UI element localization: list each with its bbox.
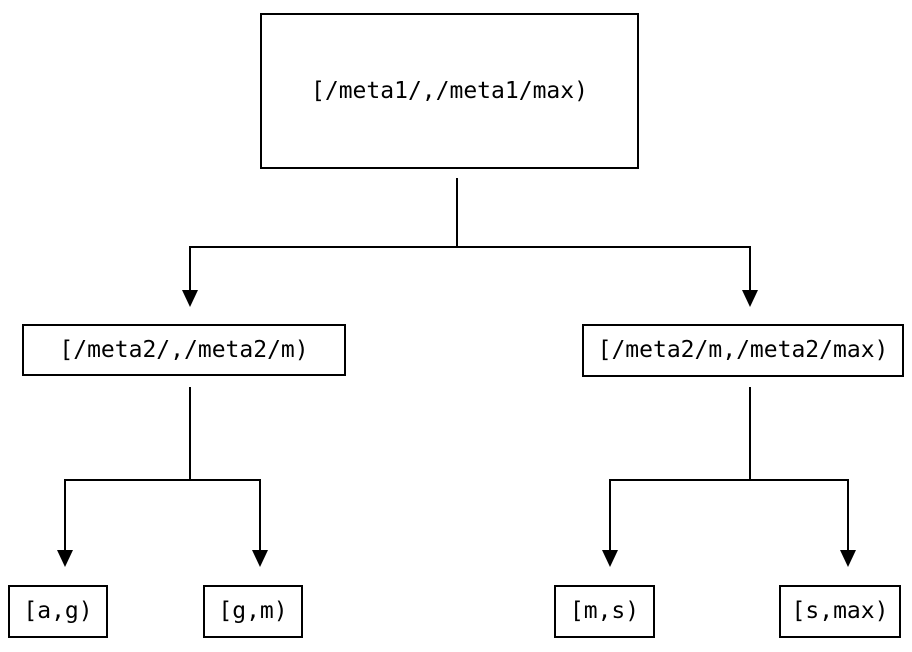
node-level2-left-range: [/meta2/,/meta2/m) [22,324,346,376]
edge-root-to-l2-left [182,178,458,307]
arrowhead-down-icon [57,550,73,567]
node-leaf-a-g: [a,g) [8,585,108,638]
node-root-range: [/meta1/,/meta1/max) [260,13,639,169]
edge-l2-right-to-leaf-smax [749,387,856,567]
edge-l2-left-to-leaf-ag [57,387,191,567]
arrowhead-down-icon [840,550,856,567]
arrowhead-down-icon [742,290,758,307]
arrowhead-down-icon [252,550,268,567]
arrowhead-down-icon [182,290,198,307]
node-leaf-m-s: [m,s) [554,585,655,638]
edge-l2-left-to-leaf-gm [189,387,268,567]
edge-l2-right-to-leaf-ms [602,387,751,567]
arrowhead-down-icon [602,550,618,567]
node-leaf-s-max: [s,max) [779,585,901,638]
edge-root-to-l2-right [456,178,758,307]
node-leaf-g-m: [g,m) [203,585,303,638]
node-level2-right-range: [/meta2/m,/meta2/max) [582,324,904,377]
